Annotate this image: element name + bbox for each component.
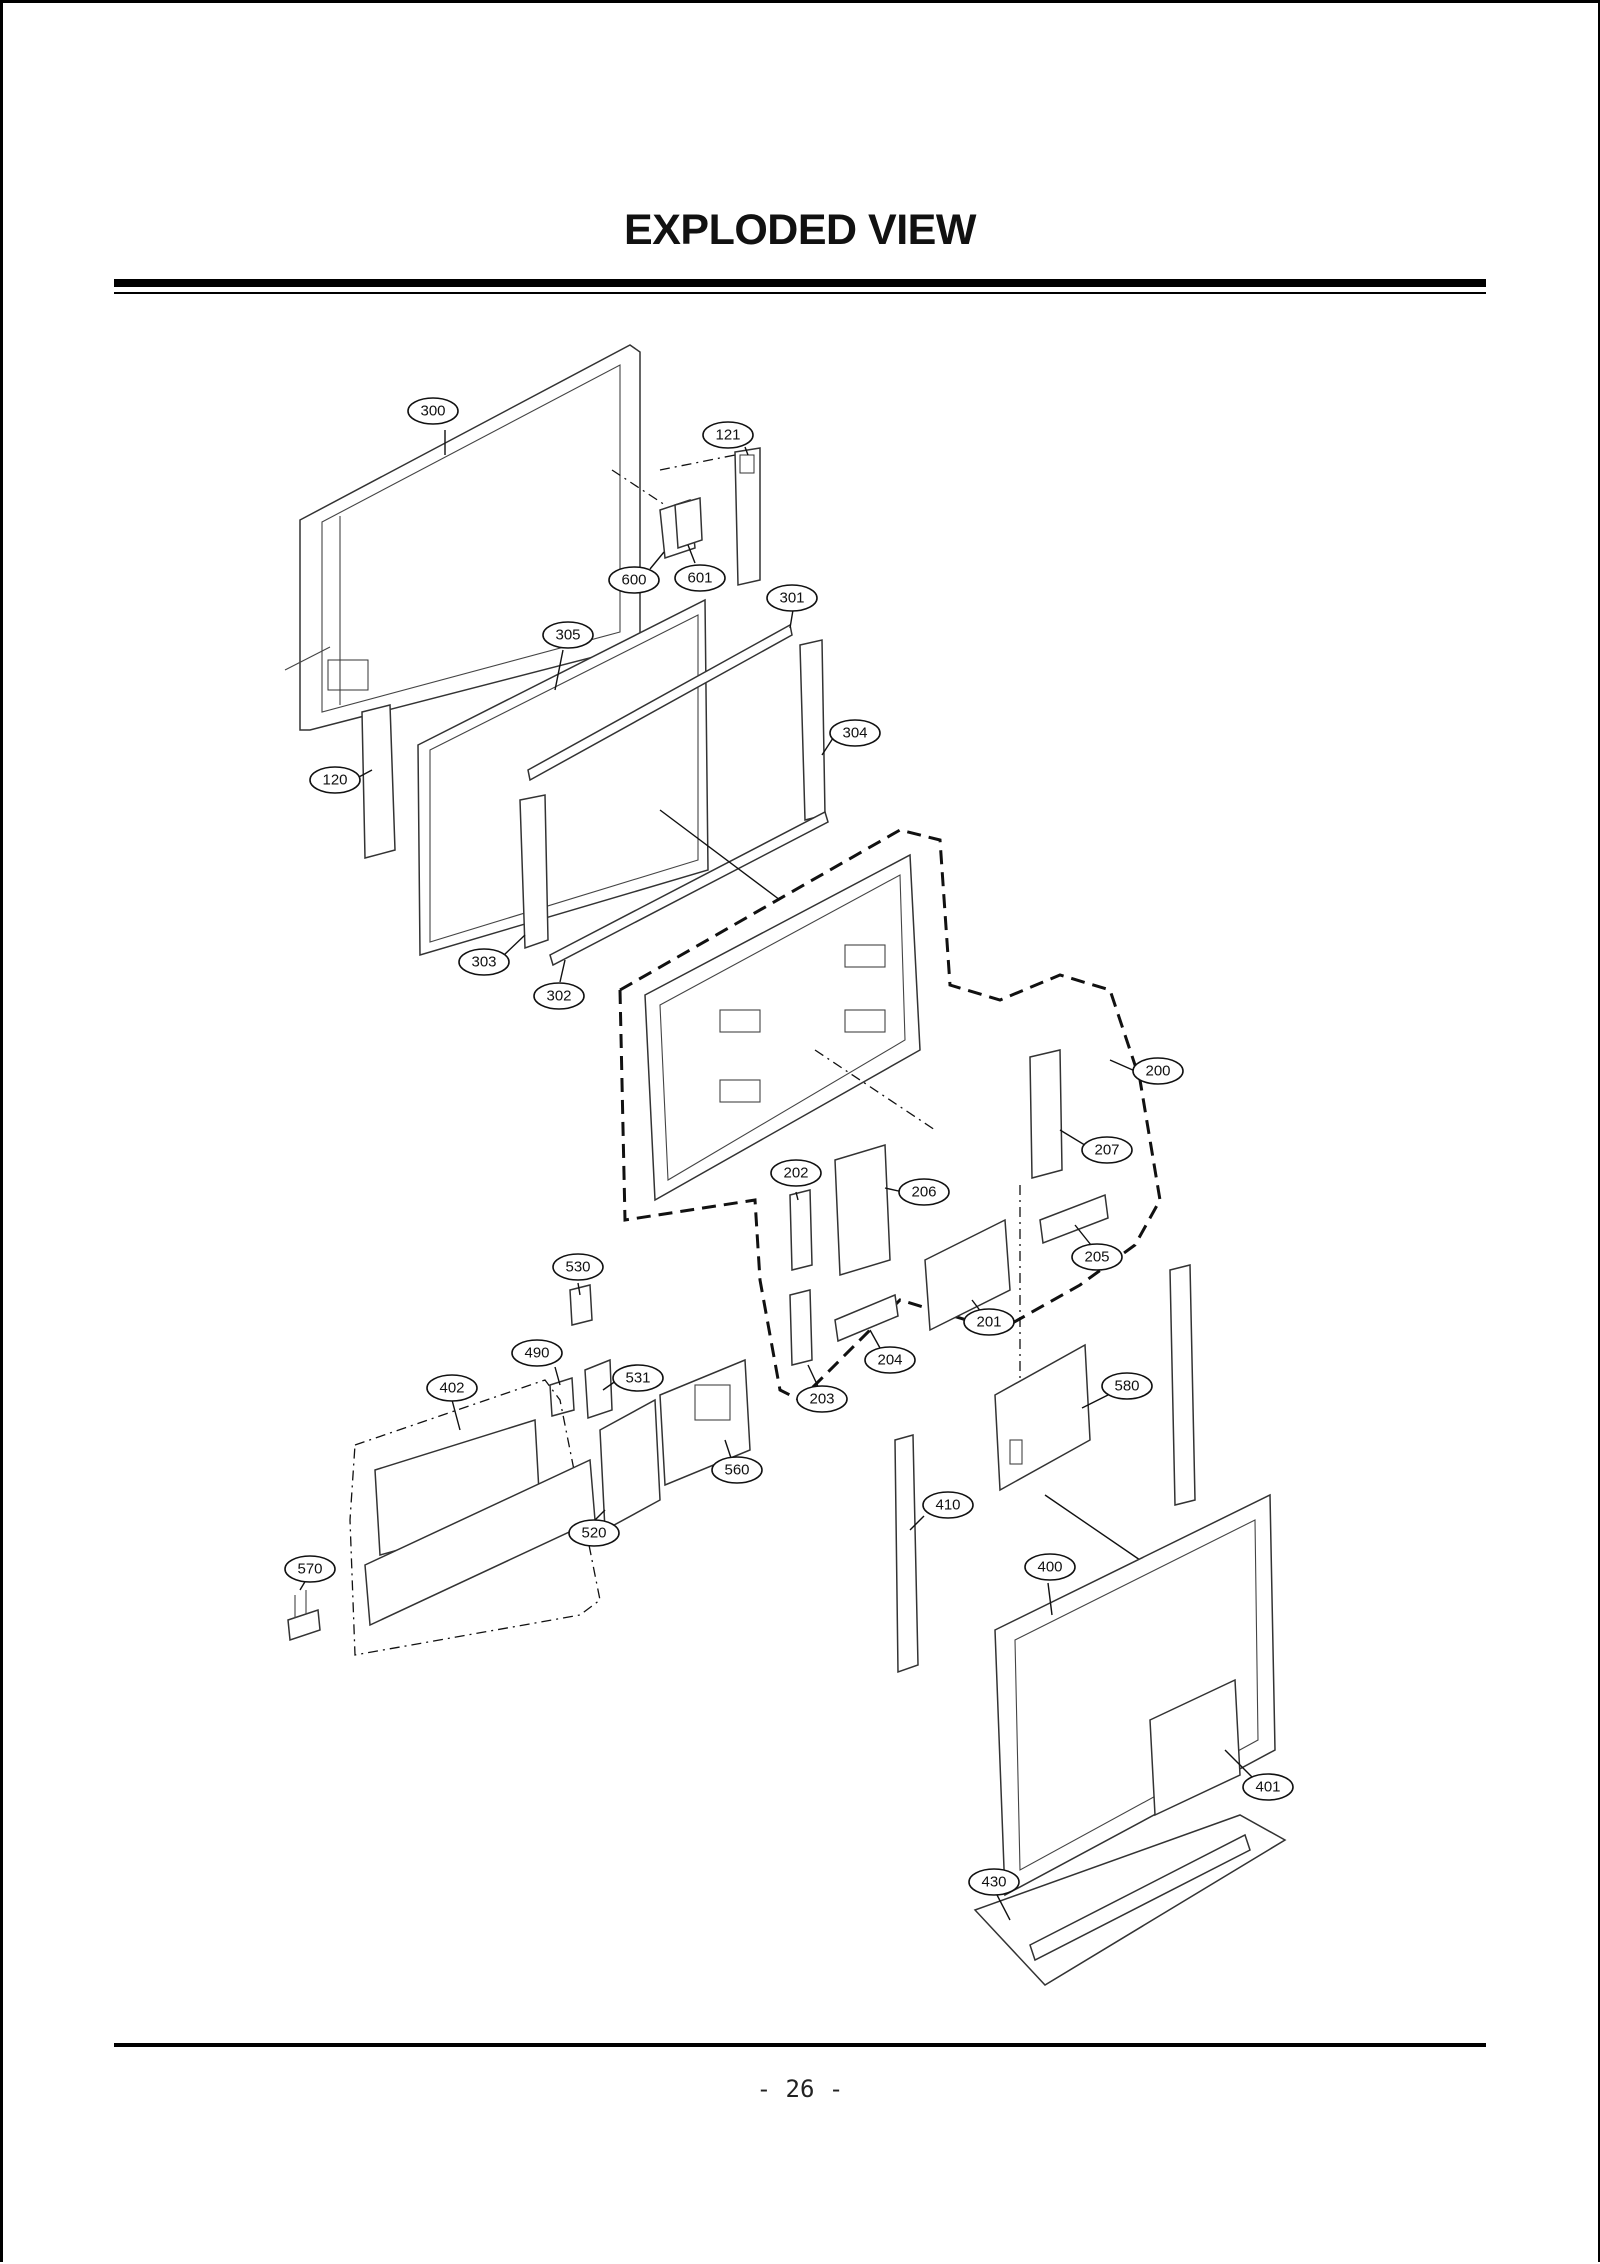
part-305-panel xyxy=(417,598,709,957)
callout-600: 600 xyxy=(608,566,660,594)
callout-305: 305 xyxy=(542,621,594,649)
header-rule xyxy=(114,279,1486,287)
svg-text:570: 570 xyxy=(297,1561,322,1578)
part-560-board xyxy=(659,1358,751,1487)
callout-303: 303 xyxy=(458,948,510,976)
svg-text:601: 601 xyxy=(687,570,712,587)
svg-text:202: 202 xyxy=(783,1165,808,1182)
callout-490: 490 xyxy=(511,1339,563,1367)
part-580-board xyxy=(994,1343,1091,1492)
svg-text:304: 304 xyxy=(842,725,867,742)
svg-text:203: 203 xyxy=(809,1391,834,1408)
part-201-board xyxy=(924,1218,1011,1332)
part-400-back-cover xyxy=(994,1493,1276,1897)
header-rule-thin xyxy=(114,292,1486,294)
callout-206: 206 xyxy=(898,1178,950,1206)
svg-text:206: 206 xyxy=(911,1184,936,1201)
svg-text:531: 531 xyxy=(625,1370,650,1387)
part-206-board xyxy=(834,1144,891,1276)
svg-text:580: 580 xyxy=(1114,1378,1139,1395)
svg-text:121: 121 xyxy=(715,427,740,444)
part-430-stand xyxy=(973,1814,1287,1986)
svg-text:200: 200 xyxy=(1145,1063,1170,1080)
part-chassis-frame xyxy=(644,853,936,1202)
part-520-board xyxy=(599,1398,661,1532)
part-205-board xyxy=(1039,1193,1109,1245)
svg-text:402: 402 xyxy=(439,1380,464,1397)
callout-302: 302 xyxy=(533,982,585,1010)
callout-204: 204 xyxy=(864,1346,916,1374)
svg-text:401: 401 xyxy=(1255,1779,1280,1796)
part-570-button xyxy=(287,1590,321,1642)
svg-text:520: 520 xyxy=(581,1525,606,1542)
part-490-clip xyxy=(549,1376,575,1417)
svg-text:301: 301 xyxy=(779,590,804,607)
callout-120: 120 xyxy=(309,766,361,794)
part-200-assembly-boundary xyxy=(618,828,1162,1402)
part-410-stand-rail xyxy=(894,1434,919,1674)
svg-text:201: 201 xyxy=(976,1314,1001,1331)
svg-text:530: 530 xyxy=(565,1259,590,1276)
callout-202: 202 xyxy=(770,1159,822,1187)
callout-530: 530 xyxy=(552,1253,604,1281)
svg-text:430: 430 xyxy=(981,1874,1006,1891)
callout-301: 301 xyxy=(766,584,818,612)
part-600-601 xyxy=(611,454,736,560)
part-121-bracket xyxy=(734,447,761,586)
footer-rule xyxy=(114,2043,1486,2047)
part-531-bracket xyxy=(584,1358,613,1420)
callout-570: 570 xyxy=(284,1555,336,1583)
page-title: EXPLODED VIEW xyxy=(624,206,976,254)
callout-580: 580 xyxy=(1101,1372,1153,1400)
callout-121: 121 xyxy=(702,421,754,449)
callout-304: 304 xyxy=(829,719,881,747)
svg-text:490: 490 xyxy=(524,1345,549,1362)
callout-520: 520 xyxy=(568,1519,620,1547)
part-207-board xyxy=(1029,1049,1063,1179)
svg-text:205: 205 xyxy=(1084,1249,1109,1266)
callout-201: 201 xyxy=(963,1308,1015,1336)
callout-205: 205 xyxy=(1071,1243,1123,1271)
part-204-board xyxy=(834,1293,899,1343)
part-402-assembly-boundary xyxy=(349,1379,601,1656)
svg-text:560: 560 xyxy=(724,1462,749,1479)
callout-531: 531 xyxy=(612,1364,664,1392)
part-stand-rail-right xyxy=(1169,1264,1196,1506)
callout-207: 207 xyxy=(1081,1136,1133,1164)
part-304-bracket xyxy=(799,639,826,821)
svg-text:207: 207 xyxy=(1094,1142,1119,1159)
part-202-board xyxy=(789,1189,813,1271)
part-120-bracket xyxy=(361,704,396,859)
part-402-bezel xyxy=(364,1418,596,1627)
part-301-rail xyxy=(527,623,793,782)
callout-300: 300 xyxy=(407,397,459,425)
page-number: - 26 - xyxy=(756,2075,844,2103)
callout-601: 601 xyxy=(674,564,726,592)
part-203-board xyxy=(789,1289,813,1366)
svg-text:204: 204 xyxy=(877,1352,902,1369)
svg-text:120: 120 xyxy=(322,772,347,789)
callout-560: 560 xyxy=(711,1456,763,1484)
part-303-bracket xyxy=(519,794,549,950)
svg-text:302: 302 xyxy=(546,988,571,1005)
callout-200: 200 xyxy=(1132,1057,1184,1085)
svg-text:400: 400 xyxy=(1037,1559,1062,1576)
callout-410: 410 xyxy=(922,1491,974,1519)
part-530-board xyxy=(569,1284,593,1326)
svg-text:300: 300 xyxy=(420,403,445,420)
part-401-grille xyxy=(1149,1678,1241,1817)
svg-text:303: 303 xyxy=(471,954,496,971)
part-302-rail xyxy=(549,810,829,967)
callout-430: 430 xyxy=(968,1868,1020,1896)
callout-401: 401 xyxy=(1242,1773,1294,1801)
callout-203: 203 xyxy=(796,1385,848,1413)
callout-402: 402 xyxy=(426,1374,478,1402)
svg-text:600: 600 xyxy=(621,572,646,589)
svg-text:305: 305 xyxy=(555,627,580,644)
callout-400: 400 xyxy=(1024,1553,1076,1581)
svg-text:410: 410 xyxy=(935,1497,960,1514)
